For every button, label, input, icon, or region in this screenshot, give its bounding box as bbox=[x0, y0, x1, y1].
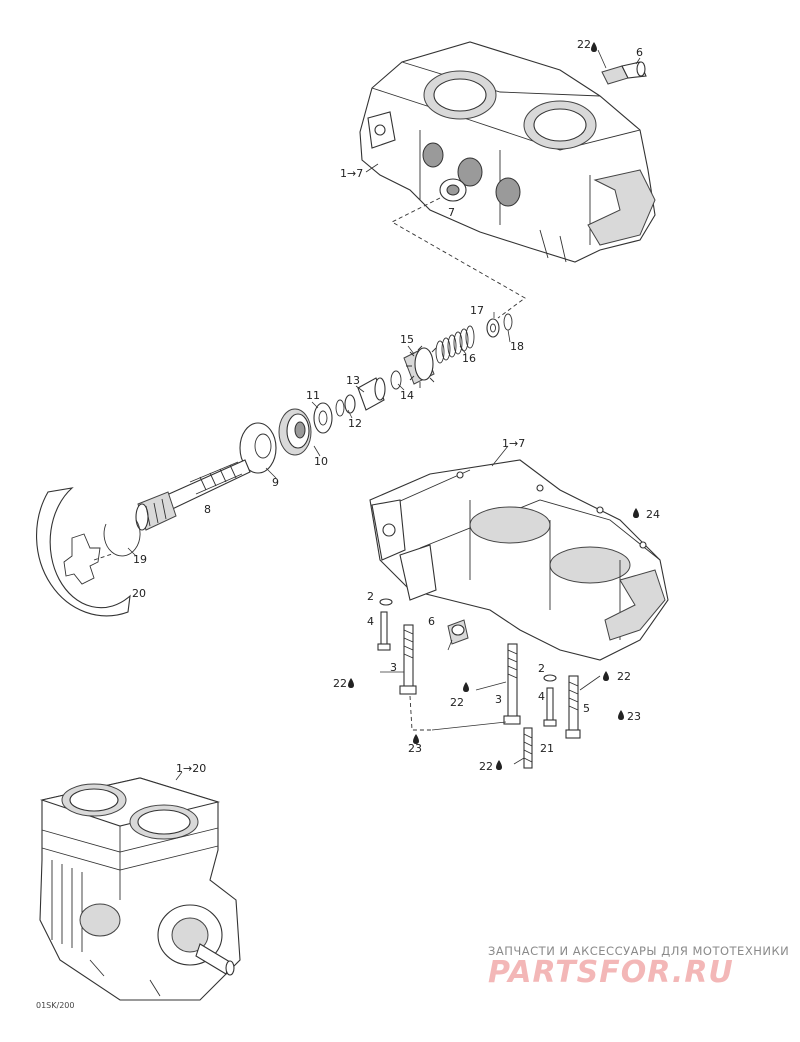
watermark-subtitle: ЗАПЧАСТИ И АКСЕССУАРЫ ДЛЯ МОТОТЕХНИКИ bbox=[488, 944, 790, 958]
callout-4-left: 4 bbox=[367, 615, 374, 628]
callout-11: 11 bbox=[306, 389, 320, 402]
bolts-and-studs bbox=[377, 598, 581, 769]
engine-assembly bbox=[39, 777, 241, 1001]
leader-lines bbox=[127, 163, 601, 781]
sealant-drop-icon bbox=[348, 678, 354, 688]
sealant-drop-icon bbox=[496, 760, 502, 770]
sealant-drop-icon bbox=[603, 671, 609, 681]
callout-23-right: 23 bbox=[627, 710, 641, 723]
callout-22-mid: 22 bbox=[450, 696, 464, 709]
callout-2-left: 2 bbox=[367, 590, 374, 603]
fitting-6-top bbox=[597, 49, 647, 85]
callout-3-left: 3 bbox=[390, 661, 397, 674]
callout-24: 24 bbox=[646, 508, 660, 521]
upper-crankcase bbox=[359, 41, 656, 263]
callout-23-left: 23 bbox=[408, 742, 422, 755]
callout-labels: 22 6 1→7 7 17 18 16 15 14 13 12 11 10 9 … bbox=[132, 38, 660, 775]
callout-1-20: 1→20 bbox=[176, 762, 206, 775]
sealant-drop-icon bbox=[413, 734, 419, 744]
callout-19: 19 bbox=[133, 553, 147, 566]
callout-6-lower: 6 bbox=[428, 615, 435, 628]
callout-16: 16 bbox=[462, 352, 476, 365]
callout-4-right: 4 bbox=[538, 690, 545, 703]
callout-1-7-top: 1→7 bbox=[340, 167, 363, 180]
callout-12: 12 bbox=[348, 417, 362, 430]
callout-1-7-lower: 1→7 bbox=[502, 437, 525, 450]
fitting-6-lower bbox=[447, 619, 469, 651]
callout-7: 7 bbox=[448, 206, 455, 219]
watermark-logo: PARTSFOR.RU bbox=[488, 955, 734, 990]
sealant-drop-icon bbox=[591, 42, 597, 52]
callout-15: 15 bbox=[400, 333, 414, 346]
callout-22-right: 22 bbox=[617, 670, 631, 683]
callout-21: 21 bbox=[540, 742, 554, 755]
callout-9: 9 bbox=[272, 476, 279, 489]
callout-22-left: 22 bbox=[333, 677, 347, 690]
sealant-drop-icon bbox=[618, 710, 624, 720]
sealant-drop-icons bbox=[348, 42, 639, 770]
callout-10: 10 bbox=[314, 455, 328, 468]
callout-8: 8 bbox=[204, 503, 211, 516]
diagram-code: 01SK/200 bbox=[36, 1001, 75, 1010]
sealant-drop-icon bbox=[463, 682, 469, 692]
callout-18: 18 bbox=[510, 340, 524, 353]
sealant-drop-icon bbox=[633, 508, 639, 518]
callout-2-right: 2 bbox=[538, 662, 545, 675]
callout-20: 20 bbox=[132, 587, 146, 600]
callout-13: 13 bbox=[346, 374, 360, 387]
callout-3-mid: 3 bbox=[495, 693, 502, 706]
callout-17: 17 bbox=[470, 304, 484, 317]
callout-22-top: 22 bbox=[577, 38, 591, 51]
callout-5: 5 bbox=[583, 702, 590, 715]
callout-22-bottom: 22 bbox=[479, 760, 493, 773]
pump-shaft-assembly bbox=[36, 313, 513, 617]
callout-14: 14 bbox=[400, 389, 414, 402]
callout-6-top: 6 bbox=[636, 46, 643, 59]
lower-crankcase bbox=[369, 459, 669, 661]
